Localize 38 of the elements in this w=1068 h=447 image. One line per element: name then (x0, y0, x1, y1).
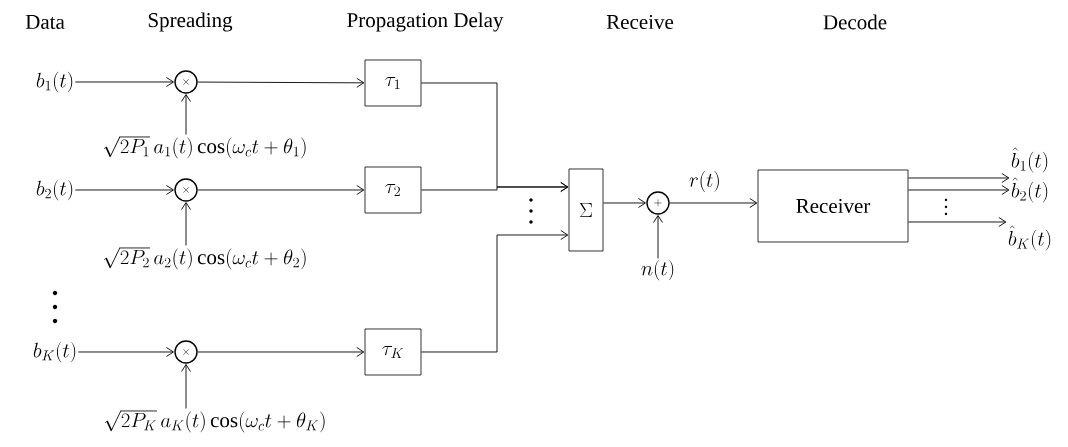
edge-label: $r(t)$ (688, 170, 722, 193)
arrow (74, 185, 174, 195)
signal-label: $b_1(t)$ (36, 71, 73, 93)
stage-heading: Propagation Delay (347, 12, 504, 32)
signal-label: $b_K(t)$ (33, 341, 76, 363)
delay-box: $\tau_K$ (364, 328, 422, 376)
arrow (420, 182, 569, 192)
arrow (197, 77, 365, 88)
output-label: $\hat{b}_2(t)$ (1011, 177, 1048, 203)
arrow (181, 94, 191, 135)
output-label: $\hat{b}_K(t)$ (1008, 225, 1051, 251)
stage-heading: Data (25, 15, 65, 29)
arrow (74, 77, 174, 87)
arrow (653, 215, 663, 259)
signal-label: $b_2(t)$ (36, 179, 73, 201)
signal-label: $\sqrt{2P_1}\,a_1(t)\cos(\omega_c t+\theta_1)$ (104, 136, 306, 159)
signal-label: $n(t)$ (641, 259, 674, 281)
stage-heading: Decode (823, 14, 887, 30)
summer-box: $\Sigma$ (568, 168, 604, 252)
arrow (77, 347, 174, 357)
arrow (197, 347, 365, 357)
stage-heading: Receive (606, 14, 674, 30)
arrow (181, 364, 191, 409)
arrow (907, 185, 1010, 195)
signal-label: $\sqrt{2P_2}\,a_2(t)\cos(\omega_c t+\theta_2)$ (104, 247, 306, 270)
arrow (420, 230, 569, 353)
receiver-box: Receiver (757, 169, 909, 243)
arrow (669, 198, 758, 208)
delay-box: $\tau_1$ (364, 59, 422, 107)
stage-heading: Spreading (148, 12, 233, 32)
arrow (907, 217, 1007, 227)
delay-box: $\tau_2$ (364, 166, 422, 214)
arrow (181, 202, 191, 246)
arrow (602, 198, 646, 208)
signal-label: $\sqrt{2P_K}\,a_K(t)\cos(\omega_c t+\theta_K)$ (105, 410, 325, 433)
output-label: $\hat{b}_1(t)$ (1011, 147, 1048, 173)
arrow (907, 173, 1010, 183)
arrow (197, 185, 365, 195)
